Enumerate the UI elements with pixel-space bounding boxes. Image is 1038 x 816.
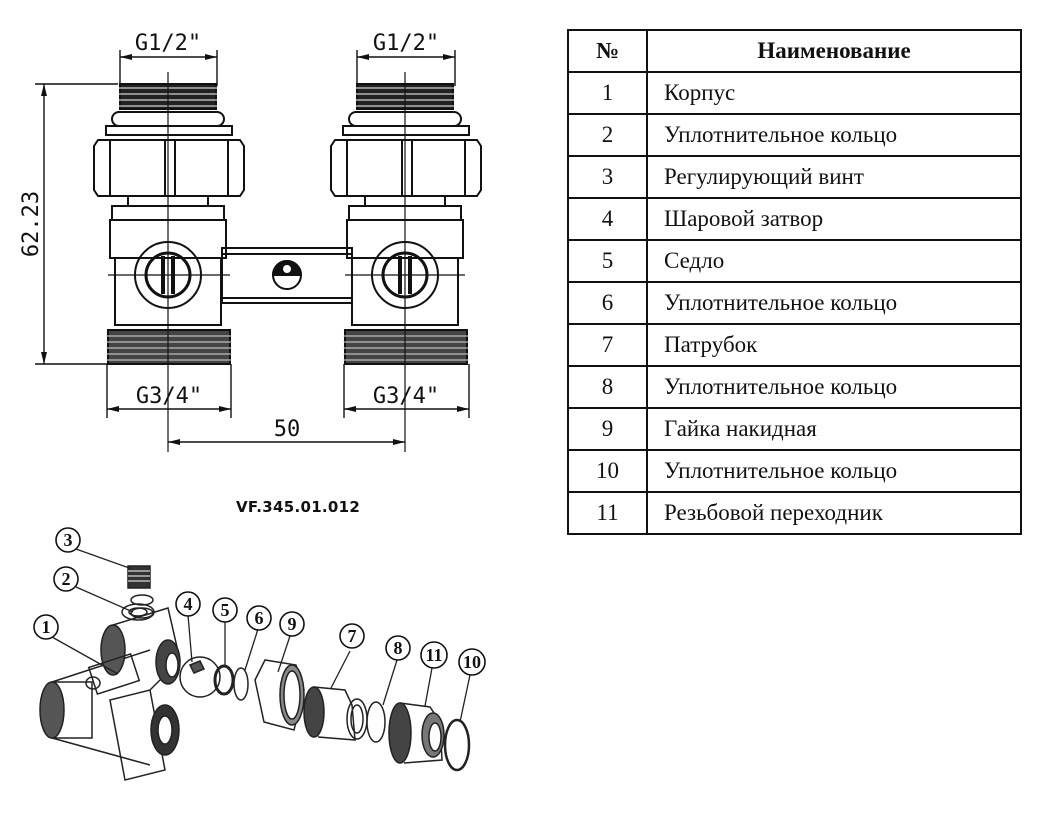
row-number: 8 — [567, 365, 648, 409]
header-name: Наименование — [646, 29, 1022, 73]
callout-6: 6 — [246, 605, 272, 631]
callout-bubbles: 3 2 1 4 5 6 9 7 8 11 10 — [33, 527, 486, 676]
table-header-row: № Наименование — [567, 29, 1022, 73]
dim-top-right-thread: G1/2" — [373, 31, 439, 56]
svg-text:11: 11 — [425, 645, 442, 665]
dim-height: 62.23 — [19, 191, 44, 257]
callout-2: 2 — [53, 566, 79, 592]
row-name: Регулирующий винт — [646, 155, 1022, 199]
row-number: 9 — [567, 407, 648, 451]
left-valve-body — [93, 83, 245, 365]
svg-text:9: 9 — [288, 614, 297, 634]
part-seat — [213, 664, 235, 696]
bridge-connector — [221, 247, 353, 304]
row-name: Уплотнительное кольцо — [646, 113, 1022, 157]
row-name: Уплотнительное кольцо — [646, 281, 1022, 325]
dimension-lines — [35, 50, 470, 443]
row-number: 4 — [567, 197, 648, 241]
part-oring-10 — [443, 718, 471, 772]
part-oring-2b — [130, 607, 154, 619]
callout-4: 4 — [175, 591, 201, 617]
header-number: № — [567, 29, 648, 73]
row-name: Уплотнительное кольцо — [646, 449, 1022, 493]
callout-8: 8 — [385, 635, 411, 661]
part-threaded-adapter — [388, 702, 445, 764]
row-name: Уплотнительное кольцо — [646, 365, 1022, 409]
part-oring-2a — [130, 594, 154, 606]
part-adjusting-screw — [127, 565, 151, 589]
callout-9: 9 — [279, 611, 305, 637]
right-valve-body — [330, 83, 482, 365]
svg-text:3: 3 — [64, 530, 73, 550]
part-oring-8 — [366, 701, 386, 743]
svg-text:6: 6 — [255, 608, 264, 628]
callout-leaders — [51, 548, 471, 723]
row-name: Корпус — [646, 71, 1022, 115]
valve-technical-drawing: G1/2" G1/2" G3/4" G3/4" 50 62.23 — [19, 31, 482, 452]
callout-1: 1 — [33, 614, 59, 640]
row-number: 2 — [567, 113, 648, 157]
callout-10: 10 — [458, 648, 486, 676]
row-name: Патрубок — [646, 323, 1022, 367]
row-name: Гайка накидная — [646, 407, 1022, 451]
callout-11: 11 — [420, 641, 448, 669]
dim-bottom-left-thread: G3/4" — [136, 384, 202, 409]
callout-3: 3 — [55, 527, 81, 553]
svg-text:1: 1 — [42, 617, 51, 637]
row-number: 1 — [567, 71, 648, 115]
row-number: 7 — [567, 323, 648, 367]
row-number: 11 — [567, 491, 648, 535]
row-name: Седло — [646, 239, 1022, 283]
part-ball — [179, 656, 221, 698]
svg-text:7: 7 — [348, 626, 357, 646]
dim-bottom-right-thread: G3/4" — [373, 384, 439, 409]
svg-text:10: 10 — [463, 652, 481, 672]
row-number: 5 — [567, 239, 648, 283]
svg-text:4: 4 — [184, 594, 193, 614]
svg-text:8: 8 — [394, 638, 403, 658]
row-name: Шаровой затвор — [646, 197, 1022, 241]
svg-text:2: 2 — [62, 569, 71, 589]
callout-5: 5 — [212, 597, 238, 623]
part-oring-6 — [233, 667, 249, 701]
part-body — [39, 603, 181, 781]
dim-top-left-thread: G1/2" — [135, 31, 201, 56]
part-union-nut — [254, 659, 305, 731]
row-name: Резьбовой переходник — [646, 491, 1022, 535]
row-number: 3 — [567, 155, 648, 199]
callout-7: 7 — [339, 623, 365, 649]
product-code: VF.345.01.012 — [236, 498, 361, 516]
svg-text:5: 5 — [221, 600, 230, 620]
row-number: 6 — [567, 281, 648, 325]
dim-center-distance: 50 — [274, 417, 301, 442]
row-number: 10 — [567, 449, 648, 493]
center-lines — [108, 72, 465, 452]
part-tailpiece — [303, 686, 368, 741]
